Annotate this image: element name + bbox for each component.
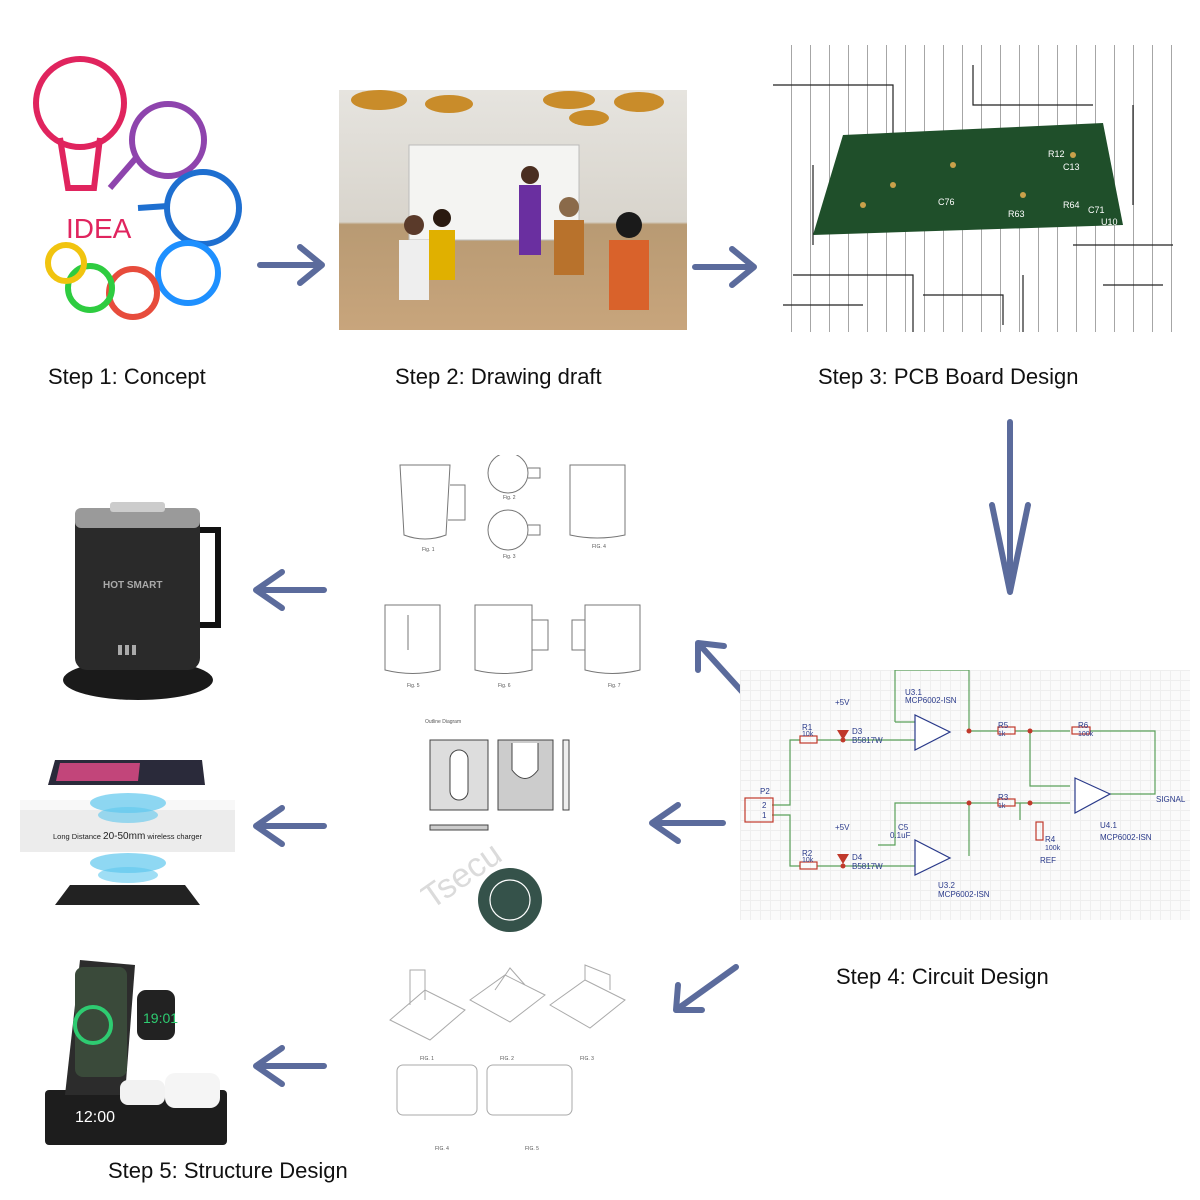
fig-label: Fig. 6 (498, 683, 511, 689)
fig-label: FIG. 5 (525, 1146, 539, 1152)
step-5-label: Step 5: Structure Design (108, 1158, 348, 1183)
r4-value: 100k (1045, 845, 1061, 852)
r6-value: 100k (1078, 731, 1094, 738)
mug-patent-drawings: Fig. 1 Fig. 2 Fig. 3 FIG. 4 Fig. 5 Fig. … (380, 452, 650, 695)
concept-illustration: IDEA (28, 48, 253, 333)
r1-label: R1 (802, 723, 813, 732)
r4-label: R4 (1045, 835, 1056, 844)
fig-label: FIG. 4 (592, 544, 606, 550)
stand-clock: 12:00 (75, 1109, 115, 1126)
fig-label: Fig. 2 (503, 495, 516, 501)
r3-label: R3 (998, 793, 1009, 802)
arrow-left-icon (253, 805, 327, 847)
u31-label: U3.1 (905, 688, 922, 697)
arrow-down-icon (989, 419, 1031, 595)
fig-label: FIG. 4 (435, 1146, 449, 1152)
fig-label: Fig. 3 (503, 554, 516, 560)
arrow-right-icon (692, 246, 757, 288)
pcb-illustration: R12 C13 C76 R63 R64 C71 U10 (773, 45, 1173, 332)
arrow-left-icon (253, 569, 327, 611)
pcb-label: C76 (938, 197, 955, 207)
charging-stand-product: 19:01 12:00 (45, 955, 235, 1155)
r3-value: 1k (998, 803, 1006, 810)
fig-label: FIG. 3 (580, 1056, 594, 1062)
pcb-label: C71 (1088, 205, 1105, 215)
u32-label: U3.2 (938, 881, 955, 890)
fig-label: Fig. 1 (422, 547, 435, 553)
stand-patent-drawings: FIG. 1 FIG. 2 FIG. 3 FIG. 4 FIG. 5 (385, 960, 640, 1155)
d4-value: B5817W (852, 862, 883, 871)
charger-caption: Long Distance 20-50mm wireless charger (53, 831, 202, 842)
pcb-label: R63 (1008, 209, 1025, 219)
mug-brand: HOT SMART (103, 580, 162, 591)
r2-value: 10k (802, 857, 814, 864)
step-3-label: Step 3: PCB Board Design (818, 364, 1079, 389)
step-1-label: Step 1: Concept (48, 364, 206, 389)
vcc-label: +5V (835, 823, 850, 832)
wireless-charger-product: Long Distance 20-50mm wireless charger (20, 715, 235, 930)
d4-label: D4 (852, 853, 863, 862)
pin-label: 2 (762, 801, 767, 810)
pcb-label: U10 (1101, 217, 1118, 227)
arrow-up-left-icon (695, 640, 749, 699)
charger-pad-drawings: Outline Diagram Tsecu (414, 715, 590, 955)
smart-mug-product: HOT SMART (60, 500, 230, 705)
fig-label: FIG. 2 (500, 1056, 514, 1062)
r6-label: R6 (1078, 721, 1089, 730)
u31-part: MCP6002-ISN (905, 696, 957, 705)
r1-value: 10k (802, 731, 814, 738)
u41-part: MCP6002-ISN (1100, 833, 1152, 842)
r5-label: R5 (998, 721, 1009, 730)
pcb-label: C13 (1063, 162, 1080, 172)
d3-value: B5817W (852, 736, 883, 745)
c5-label: C5 (898, 823, 909, 832)
arrow-down-left-icon (673, 964, 739, 1013)
p2-label: P2 (760, 787, 770, 796)
drawing-title: Outline Diagram (425, 719, 461, 725)
fig-label: FIG. 1 (420, 1056, 434, 1062)
meeting-photo (339, 90, 687, 330)
step-2-label: Step 2: Drawing draft (395, 364, 602, 389)
r2-label: R2 (802, 849, 813, 858)
signal-label: SIGNAL (1156, 795, 1186, 804)
idea-text: IDEA (66, 213, 132, 244)
r5-value: 1k (998, 731, 1006, 738)
u41-label: U4.1 (1100, 821, 1117, 830)
step-4-label: Step 4: Circuit Design (836, 964, 1049, 989)
fig-label: Fig. 5 (407, 683, 420, 689)
arrow-left-icon (253, 1045, 327, 1087)
pin-label: 1 (762, 811, 767, 820)
arrow-left-icon (649, 802, 726, 844)
circuit-schematic: P2 2 1 R1 10k R2 10k +5V +5V D3 B5817W D… (740, 669, 1190, 920)
pcb-label: R64 (1063, 200, 1080, 210)
c5-value: 0.1uF (890, 831, 911, 840)
vcc-label: +5V (835, 698, 850, 707)
u32-part: MCP6002-ISN (938, 890, 990, 899)
ref-label: REF (1040, 856, 1056, 865)
watch-time: 19:01 (143, 1010, 178, 1026)
fig-label: Fig. 7 (608, 683, 621, 689)
arrow-right-icon (257, 244, 325, 286)
pcb-label: R12 (1048, 149, 1065, 159)
d3-label: D3 (852, 727, 863, 736)
